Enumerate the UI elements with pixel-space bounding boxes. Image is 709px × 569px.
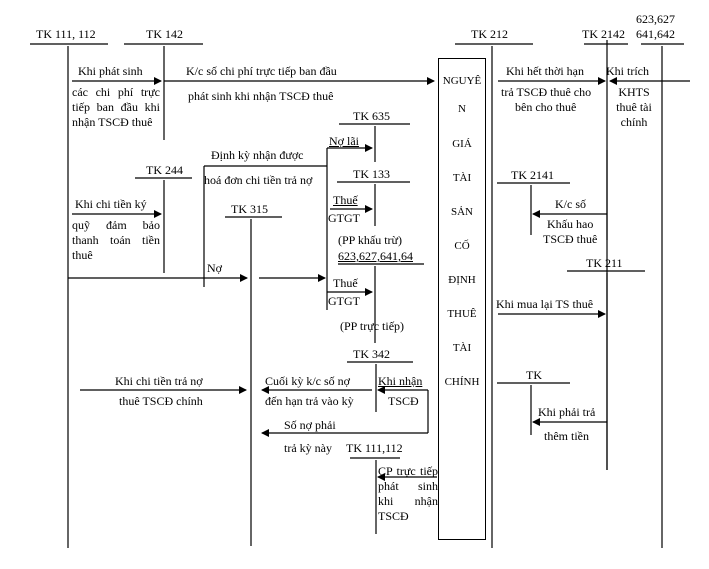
label-khi-het-thoi-han-line3: bên cho thuê bbox=[515, 100, 577, 114]
label-khi-phat-sinh-rest: các chi phí trực tiếp ban đầu khi nhận T… bbox=[72, 85, 160, 129]
label-khi-het-thoi-han-line1: Khi hết thời hạn bbox=[506, 64, 584, 78]
central-box-word: TÀI bbox=[452, 342, 472, 354]
label-so-no-phai-line1: Số nợ phải bbox=[284, 418, 336, 432]
tk315-title: TK 315 bbox=[231, 202, 268, 216]
tk244-title: TK 244 bbox=[146, 163, 183, 177]
label-khi-phai-tra-line1: Khi phải trả bbox=[538, 405, 596, 419]
label-khi-chi-tien-tra-no-line2: thuê TSCĐ chính bbox=[119, 394, 203, 408]
label-kc-so-line2: Khấu hao bbox=[547, 217, 594, 231]
central-box-tk212: NGUYÊ N GIÁ TÀI SẢN CỐ ĐỊNH THUÊ TÀI CHÍ… bbox=[438, 58, 486, 540]
label-pp-truc-tiep: (PP trực tiếp) bbox=[340, 319, 405, 333]
label-no-lai: Nợ lãi bbox=[329, 134, 360, 148]
label-cp-truc-tiep: CP trực tiếp phát sinh khi nhận TSCĐ bbox=[378, 464, 438, 523]
central-box-word: ĐỊNH bbox=[448, 274, 476, 286]
label-khi-het-thoi-han-line2: trả TSCĐ thuê cho bbox=[501, 85, 592, 99]
label-khi-phai-tra-line2: thêm tiền bbox=[544, 429, 589, 443]
label-cuoi-ky-line2: đến hạn trả vào kỳ bbox=[265, 394, 354, 408]
label-khi-nhan-line2: TSCĐ bbox=[388, 394, 419, 408]
central-box-word: TÀI bbox=[452, 172, 472, 184]
tk623-mid-title: 623,627,641,64 bbox=[338, 249, 413, 263]
label-thue-gtgt-1-line1: Thuế bbox=[333, 193, 358, 207]
tk-blank-title: TK bbox=[526, 368, 542, 382]
tk111-bottom-title: TK 111,112 bbox=[346, 441, 403, 455]
tk133-title: TK 133 bbox=[353, 167, 390, 181]
label-khi-trich-line1: Khi trích bbox=[606, 64, 649, 78]
label-no: Nợ bbox=[207, 261, 223, 275]
tk623-top-title-line2: 641,642 bbox=[636, 27, 675, 41]
tk2142-title: TK 2142 bbox=[582, 27, 625, 41]
label-khi-mua-lai: Khi mua lại TS thuê bbox=[496, 297, 594, 311]
label-dinh-ky-line1: Định kỳ nhận được bbox=[211, 148, 304, 162]
label-cuoi-ky-line1: Cuối kỳ k/c số nợ bbox=[265, 374, 351, 388]
label-thue-gtgt-2-line2: GTGT bbox=[328, 294, 360, 308]
central-box-word: N bbox=[458, 103, 466, 115]
tk111-top-title: TK 111, 112 bbox=[36, 27, 96, 41]
tk142-title: TK 142 bbox=[146, 27, 183, 41]
label-thue-gtgt-2-line1: Thuế bbox=[333, 276, 358, 290]
label-kc-so-line1: K/c số bbox=[555, 197, 586, 211]
central-box-word: NGUYÊ bbox=[442, 75, 482, 87]
central-box-word: SẢN bbox=[450, 206, 473, 218]
label-khi-nhan-line1: Khi nhận bbox=[378, 374, 423, 388]
label-kc-so-line3: TSCĐ thuê bbox=[543, 232, 598, 246]
label-so-no-phai-line2: trả kỳ này bbox=[284, 441, 332, 455]
central-box-word: CỐ bbox=[454, 240, 470, 252]
label-dinh-ky-line2: hoá đơn chi tiền trả nợ bbox=[204, 173, 313, 187]
label-khi-chi-tien-ky-line1: Khi chi tiền ký bbox=[75, 197, 147, 211]
central-box-word: THUÊ bbox=[447, 308, 477, 320]
label-thue-gtgt-1-line2: GTGT bbox=[328, 211, 360, 225]
label-pp-khau-tru: (PP khấu trừ) bbox=[338, 233, 403, 247]
tk342-title: TK 342 bbox=[353, 347, 390, 361]
tk211-title: TK 211 bbox=[586, 256, 623, 270]
label-khi-phat-sinh-line1: Khi phát sinh bbox=[78, 64, 143, 78]
label-khi-trich-line2: KHTS bbox=[618, 85, 650, 99]
label-khi-trich-line3: thuê tài bbox=[616, 100, 652, 114]
tk2141-title: TK 2141 bbox=[511, 168, 554, 182]
central-box-word: GIÁ bbox=[452, 138, 472, 150]
label-khi-trich-line4: chính bbox=[620, 115, 648, 129]
tk623-top-title-line1: 623,627 bbox=[636, 12, 675, 26]
central-box-word: CHÍNH bbox=[444, 376, 480, 388]
label-khi-chi-tien-ky-rest: quỹ đảm bảo thanh toán tiền thuê bbox=[72, 218, 160, 262]
label-khi-chi-tien-tra-no-line1: Khi chi tiền trả nợ bbox=[115, 374, 203, 388]
tk212-title: TK 212 bbox=[471, 27, 508, 41]
label-kc-chi-phi-line2: phát sinh khi nhận TSCĐ thuê bbox=[188, 89, 334, 103]
label-kc-chi-phi-line1: K/c số chi phí trực tiếp ban đầu bbox=[186, 64, 337, 78]
tk635-title: TK 635 bbox=[353, 109, 390, 123]
